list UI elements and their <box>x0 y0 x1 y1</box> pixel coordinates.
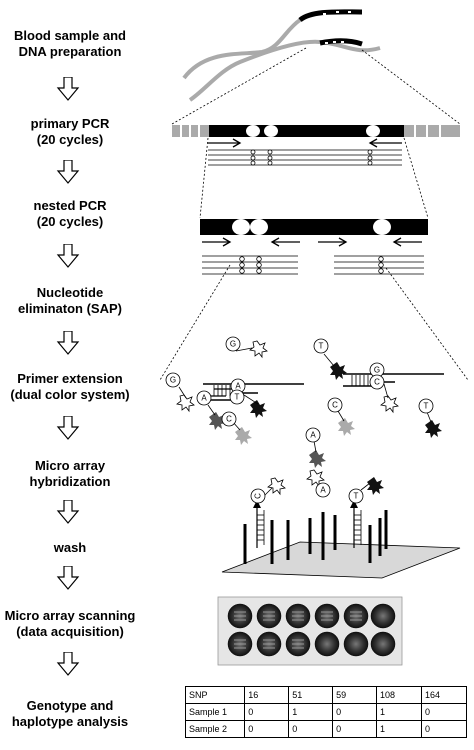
table-cell: 1 <box>376 720 422 738</box>
dna-strands <box>182 9 381 102</box>
step-label-line2: (20 cycles) <box>36 132 104 147</box>
table-header-cell: 59 <box>332 686 378 704</box>
nucleotide-c-circle <box>369 374 385 390</box>
table-header-cell: 164 <box>421 686 467 704</box>
step-label-line2: (dual color system) <box>10 387 130 402</box>
scanned-array-slide <box>217 596 403 666</box>
down-arrow-icon <box>56 500 80 524</box>
nucleotide-g-circle <box>250 488 266 504</box>
step-wash: wash <box>0 540 140 556</box>
nucleotide-letter: T <box>354 492 359 501</box>
nucleotide-letter: G <box>230 340 236 349</box>
nucleotide-letter: A <box>201 394 207 403</box>
step-label-line1: Genotype and <box>26 698 114 713</box>
nucleotide-t-circle <box>348 488 364 504</box>
nucleotide-a-circle <box>305 427 321 443</box>
step-genotype-analysis: Genotype and haplotype analysis <box>0 698 140 730</box>
nucleotide-c-circle <box>221 411 237 427</box>
nucleotide-letter: C <box>226 415 232 424</box>
primary-pcr-region <box>172 125 460 166</box>
nucleotide-c-circle <box>327 397 343 413</box>
table-cell: 1 <box>376 703 422 721</box>
step-label-line1: primary PCR <box>30 116 110 131</box>
table-row: Sample 2 0 0 0 1 0 <box>184 720 467 738</box>
table-cell: 0 <box>244 703 290 721</box>
genotype-table: SNP 16 51 59 108 164 Sample 1 0 1 0 1 0 … <box>184 686 467 738</box>
snp-marks <box>323 11 351 44</box>
step-primary-pcr: primary PCR (20 cycles) <box>0 116 140 148</box>
nucleotide-letter: G <box>170 376 176 385</box>
nucleotide-letter: C <box>254 493 263 499</box>
step-nested-pcr: nested PCR (20 cycles) <box>0 198 140 230</box>
step-label-line2: (20 cycles) <box>36 214 104 229</box>
nucleotide-c-circle <box>315 482 331 498</box>
step-nucleotide-elimination: Nucleotide eliminaton (SAP) <box>0 285 140 317</box>
nucleotide-g-circle <box>225 336 241 352</box>
step-label-line1: Blood sample and <box>14 28 126 43</box>
primer-extension-diagram: G T G A C A T G C C A T <box>165 336 444 468</box>
table-header-cell: 51 <box>288 686 334 704</box>
table-row: Sample 1 0 1 0 1 0 <box>184 703 467 721</box>
down-arrow-icon <box>56 566 80 590</box>
nucleotide-letter: A <box>235 382 241 391</box>
step-dna-preparation: Blood sample and DNA preparation <box>0 28 140 60</box>
table-header-cell: SNP <box>184 686 246 704</box>
table-header-cell: 16 <box>244 686 290 704</box>
nucleotide-letter: T <box>319 342 324 351</box>
step-label-line1: Micro array scanning <box>4 608 136 623</box>
step-label-line1: wash <box>53 540 87 555</box>
nucleotide-t-circle <box>418 398 434 414</box>
step-label-line2: DNA preparation <box>18 44 122 59</box>
down-arrow-icon <box>56 652 80 676</box>
step-label-line2: (data acquisition) <box>16 624 124 639</box>
step-label-line1: nested PCR <box>33 198 107 213</box>
nucleotide-letter: G <box>374 366 380 375</box>
down-arrow-icon <box>56 331 80 355</box>
zoom-lines <box>159 47 469 381</box>
step-label-line2: haplotype analysis <box>11 714 129 729</box>
down-arrow-icon <box>56 244 80 268</box>
nucleotide-letter: A <box>320 486 326 495</box>
down-arrow-icon <box>56 77 80 101</box>
nucleotide-letter: T <box>235 393 240 402</box>
table-cell: 0 <box>244 720 290 738</box>
table-cell: Sample 1 <box>184 703 246 721</box>
step-label-line2: hybridization <box>29 474 111 489</box>
nucleotide-letter: A <box>310 431 316 440</box>
down-arrow-icon <box>56 416 80 440</box>
nucleotide-letter: C <box>332 401 338 410</box>
table-header-cell: 108 <box>376 686 422 704</box>
nucleotide-t-circle <box>313 338 329 354</box>
step-label-line1: Primer extension <box>17 371 123 386</box>
step-label-line1: Micro array <box>34 458 106 473</box>
nucleotide-a-circle <box>196 390 212 406</box>
step-label-line1: Nucleotide <box>36 285 104 300</box>
nucleotide-g-circle <box>165 372 181 388</box>
down-arrow-icon <box>56 160 80 184</box>
nucleotide-letter: C <box>374 378 380 387</box>
table-cell: 0 <box>421 720 467 738</box>
nucleotide-letter: T <box>424 402 429 411</box>
microarray-chip: C A T <box>221 469 461 579</box>
step-primer-extension: Primer extension (dual color system) <box>0 371 140 403</box>
step-label-line2: eliminaton (SAP) <box>17 301 122 316</box>
table-cell: 0 <box>288 720 334 738</box>
nucleotide-t-circle <box>229 389 245 405</box>
table-cell: 1 <box>288 703 334 721</box>
step-microarray-scanning: Micro array scanning (data acquisition) <box>0 608 140 640</box>
table-cell: 0 <box>332 720 378 738</box>
table-cell: Sample 2 <box>184 720 246 738</box>
nested-pcr-region <box>200 219 428 275</box>
table-cell: 0 <box>332 703 378 721</box>
table-cell: 0 <box>421 703 467 721</box>
table-header-row: SNP 16 51 59 108 164 <box>184 686 467 704</box>
step-microarray-hybridization: Micro array hybridization <box>0 458 140 490</box>
